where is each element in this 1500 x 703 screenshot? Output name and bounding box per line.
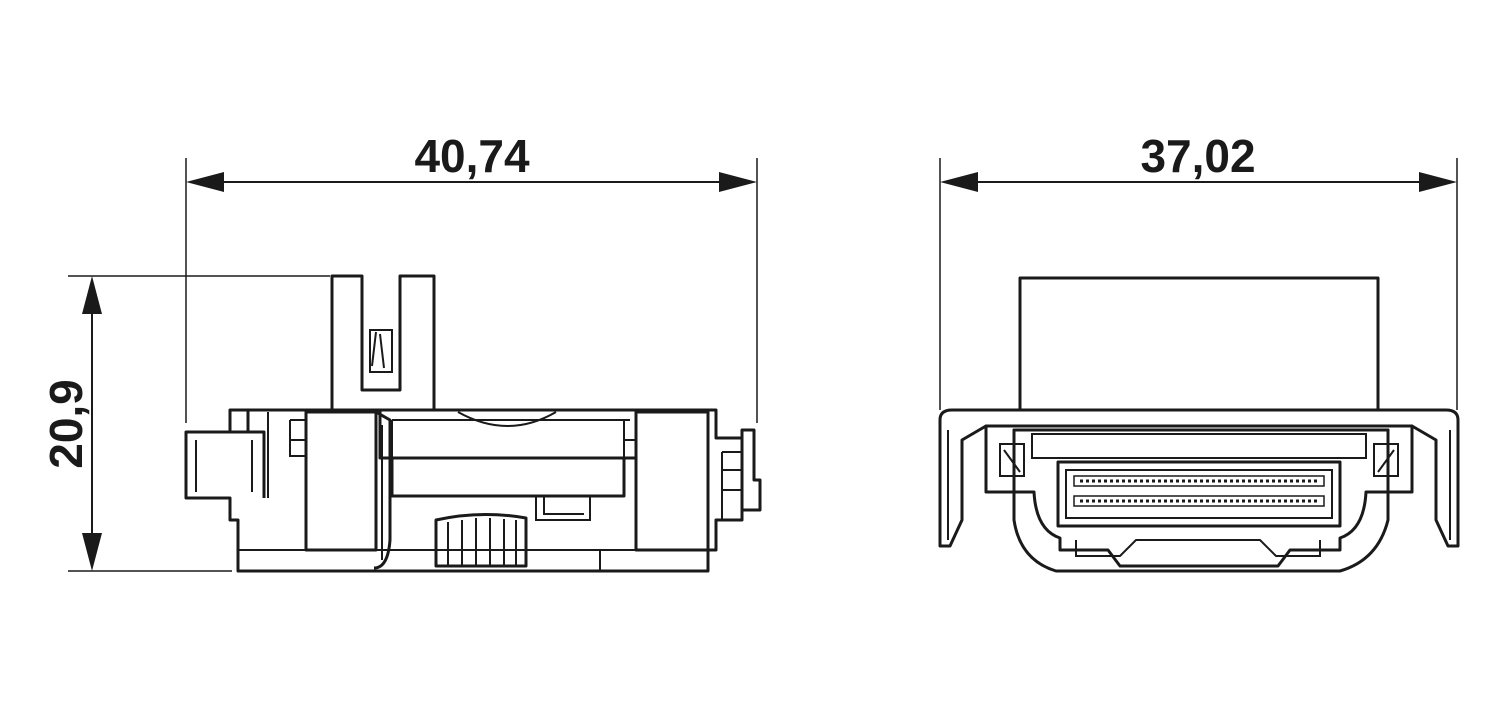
side-width-label: 40,74 — [414, 130, 530, 182]
side-view-width-dimension: 40,74 — [185, 130, 758, 423]
front-width-label: 37,02 — [1140, 130, 1255, 182]
arrowhead-right — [1419, 172, 1457, 192]
arrowhead-right — [719, 172, 757, 192]
side-height-label: 20,9 — [40, 379, 92, 469]
arrowhead-top — [82, 276, 102, 314]
arrowhead-bottom — [82, 533, 102, 571]
side-view-height-dimension: 20,9 — [40, 275, 330, 572]
arrowhead-left — [940, 172, 978, 192]
arrowhead-left — [186, 172, 224, 192]
connector-front-view — [938, 276, 1460, 573]
connector-side-view — [184, 274, 762, 573]
front-view-width-dimension: 37,02 — [939, 130, 1458, 410]
